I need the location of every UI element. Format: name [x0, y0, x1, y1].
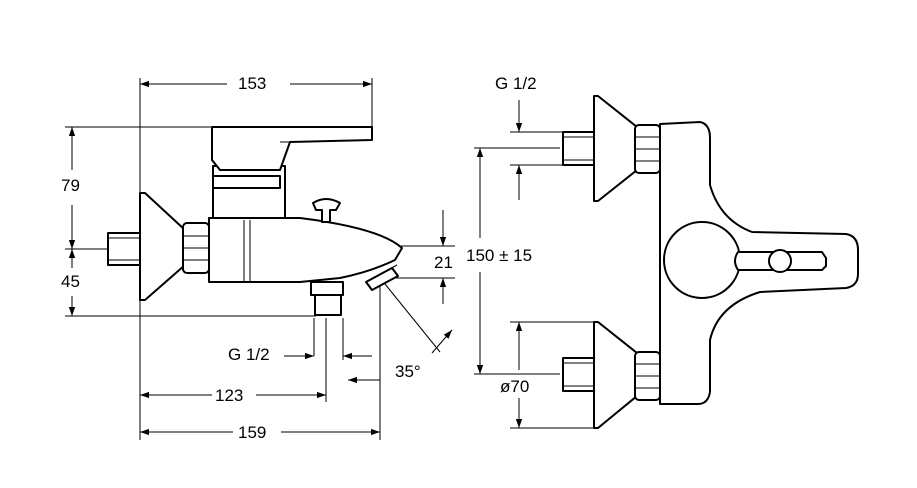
side-cartridge-housing	[212, 165, 286, 219]
side-diverter-knob	[312, 198, 341, 223]
front-upper-inlet	[562, 131, 595, 166]
dim-height-upper: 79	[61, 176, 80, 195]
front-view	[474, 95, 859, 429]
front-mixer-body	[659, 121, 859, 405]
side-inlet-thread	[107, 232, 141, 266]
dim-length-total: 159	[238, 423, 267, 442]
side-view	[65, 78, 455, 440]
dim-thread-right: G 1/2	[495, 74, 537, 93]
front-lower-rosette	[593, 321, 638, 429]
front-upper-rosette	[593, 95, 638, 202]
dim-height-lower: 45	[61, 272, 80, 291]
side-hex-nut	[182, 222, 210, 274]
dim-rosette-diameter: ø70	[500, 377, 530, 396]
front-lower-inlet	[562, 357, 595, 392]
dim-thread-left: G 1/2	[228, 345, 270, 364]
side-bottom-outlet	[310, 281, 344, 316]
side-wall-rosette	[139, 192, 186, 301]
side-mixer-body	[208, 217, 403, 283]
dim-length-inlet: 123	[215, 386, 244, 405]
side-lever-handle	[211, 126, 373, 171]
front-lower-nut	[634, 351, 661, 401]
dim-width-overall: 153	[238, 74, 267, 93]
front-upper-nut	[634, 124, 661, 174]
dim-center-distance: 150 ± 15	[466, 246, 533, 265]
dim-spout-height: 21	[434, 253, 453, 272]
side-spout-outlet	[365, 264, 399, 291]
dim-angle: 35°	[395, 362, 421, 381]
